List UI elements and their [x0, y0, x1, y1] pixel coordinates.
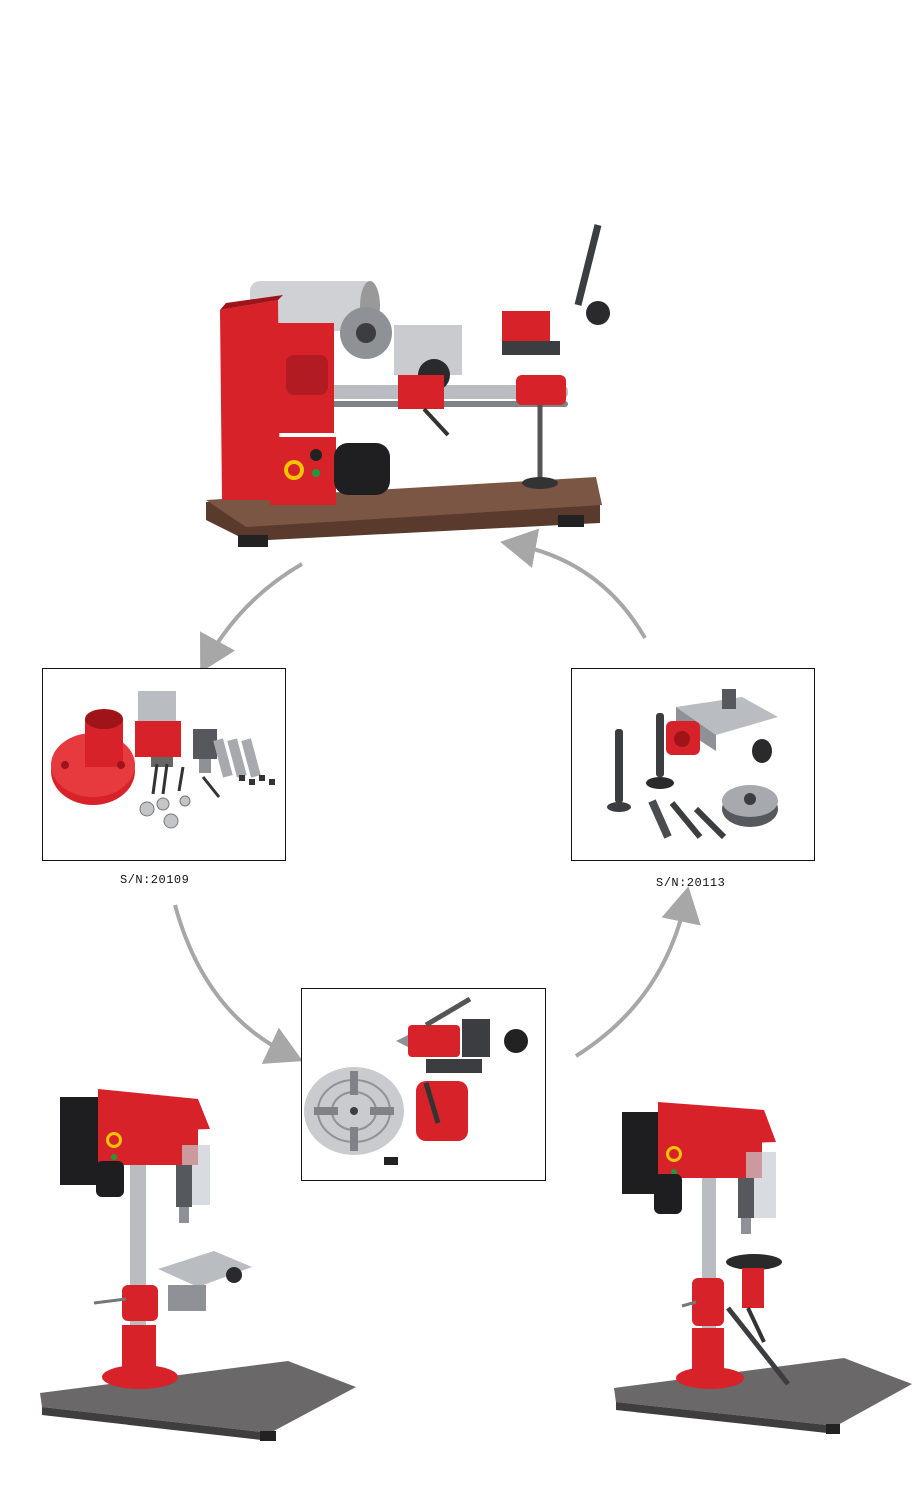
accessory-kit-left-frame [42, 668, 286, 861]
serial-number-left: S/N:20109 [120, 873, 190, 887]
drill-press-right-image [614, 1102, 912, 1434]
arrow-right-kit-to-lathe [500, 528, 647, 640]
main-lathe-image [206, 224, 610, 547]
accessory-kit-left-image [51, 691, 275, 829]
accessory-kit-center-image [304, 996, 528, 1165]
accessory-kit-right-frame [571, 668, 815, 861]
arrow-center-kit-to-right-kit [574, 886, 701, 1058]
accessory-kit-center-frame [301, 988, 546, 1181]
arrow-left-kit-to-center-kit [173, 904, 303, 1064]
arrow-lathe-to-left-kit [200, 562, 304, 673]
accessory-kit-right-image [607, 689, 778, 840]
serial-number-right: S/N:20113 [656, 876, 726, 890]
drill-press-left-image [40, 1089, 356, 1441]
